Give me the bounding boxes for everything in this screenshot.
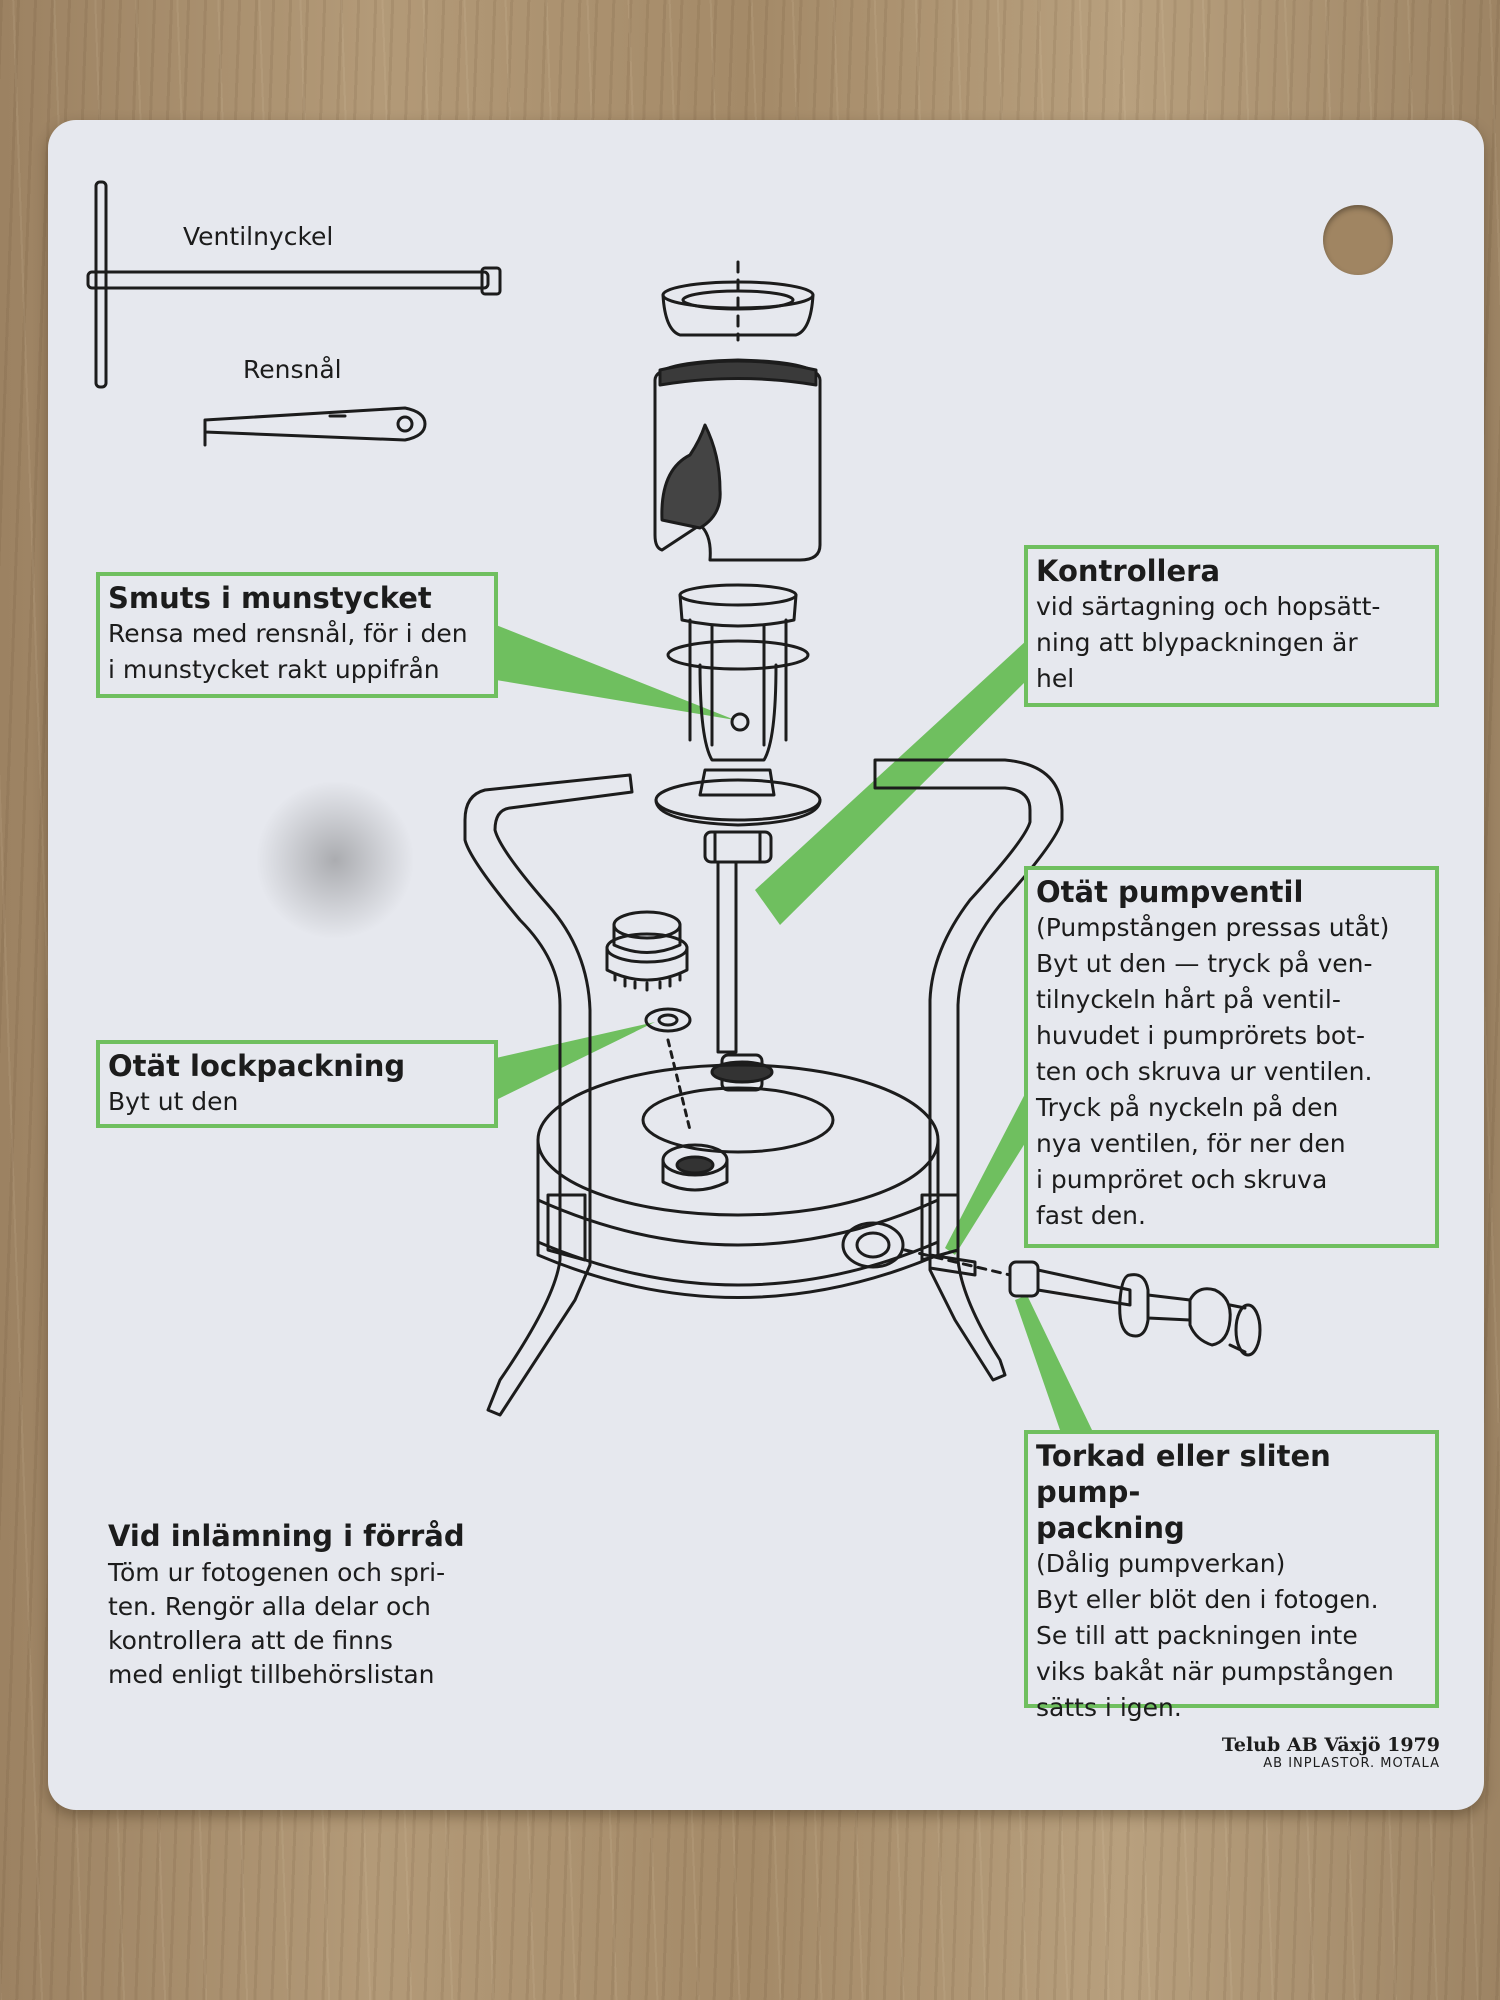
callout-pump-valve: Otät pumpventil (Pumpstången pressas utå… — [1024, 866, 1439, 1248]
callout-check: Kontrollera vid särtagning och hopsätt- … — [1024, 545, 1439, 707]
burner-cup-part — [653, 358, 822, 562]
callout-pump-packing-line: viks bakåt när pumpstången — [1036, 1657, 1394, 1686]
callout-pump-valve-line: i pumpröret och skruva — [1036, 1165, 1328, 1194]
callout-pump-valve-line: (Pumpstången pressas utåt) — [1036, 913, 1390, 942]
leader-pump-packing — [1015, 1295, 1092, 1430]
credit-line-1: Telub AB Växjö 1979 — [1221, 1734, 1440, 1756]
valve-key-icon — [86, 180, 502, 389]
storage-note-title: Vid inlämning i förråd — [108, 1519, 465, 1553]
callout-pump-packing-line: Se till att packningen inte — [1036, 1621, 1358, 1650]
callout-pump-packing-line: sätts i igen. — [1036, 1693, 1182, 1722]
callout-pump-valve-line: Byt ut den — tryck på ven- — [1036, 949, 1373, 978]
pot-supports-part — [463, 758, 1064, 1417]
callout-check-line: ning att blypackningen är — [1036, 628, 1358, 657]
callout-pump-valve-title: Otät pumpventil — [1036, 875, 1304, 909]
callout-lid-gasket-line: Byt ut den — [108, 1087, 239, 1116]
cleaning-needle-icon — [203, 406, 427, 447]
publisher-credit: Telub AB Växjö 1979 AB INPLASTOR. MOTALA — [1100, 1734, 1440, 1771]
callout-nozzle: Smuts i munstycket Rensa med rensnål, fö… — [96, 572, 498, 698]
storage-note-line: kontrollera att de finns — [108, 1626, 393, 1655]
burner-head-part — [666, 583, 810, 797]
valve-key-label: Ventilnyckel — [183, 222, 334, 251]
drip-plate-part — [654, 778, 822, 827]
storage-note-line: ten. Rengör alla delar och — [108, 1592, 431, 1621]
leader-lid-gasket — [496, 1022, 655, 1100]
leader-nozzle — [496, 625, 735, 720]
callout-nozzle-line: i munstycket rakt uppifrån — [108, 655, 440, 684]
storage-note-line: Töm ur fotogenen och spri- — [108, 1558, 446, 1587]
callout-pump-valve-line: ten och skruva ur ventilen. — [1036, 1057, 1373, 1086]
leader-pump-valve — [945, 1090, 1027, 1255]
cleaning-needle-label: Rensnål — [243, 355, 342, 384]
callout-pump-packing-line: Byt eller blöt den i fotogen. — [1036, 1585, 1379, 1614]
callout-lid-gasket-title: Otät lockpackning — [108, 1049, 406, 1083]
callout-pump-packing-title: Torkad eller sliten pump- — [1036, 1439, 1331, 1509]
hanging-hole — [1323, 205, 1393, 275]
callout-pump-packing: Torkad eller sliten pump- packning (Dåli… — [1024, 1430, 1439, 1722]
callout-pump-valve-line: nya ventilen, för ner den — [1036, 1129, 1346, 1158]
callout-pump-valve-line: huvudet i pumprörets bot- — [1036, 1021, 1366, 1050]
storage-note-line: med enligt tillbehörslistan — [108, 1660, 435, 1689]
credit-line-2: AB INPLASTOR. MOTALA — [1263, 1756, 1440, 1771]
callout-nozzle-line: Rensa med rensnål, för i den — [108, 619, 468, 648]
callout-check-title: Kontrollera — [1036, 554, 1221, 588]
fuel-tank-part — [536, 1063, 940, 1299]
top-cap-part — [661, 280, 815, 337]
callout-check-line: hel — [1036, 664, 1075, 693]
callout-pump-valve-line: fast den. — [1036, 1201, 1146, 1230]
riser-tube-part — [703, 830, 774, 1092]
callout-pump-packing-title: packning — [1036, 1511, 1185, 1545]
lid-gasket-part — [644, 1007, 692, 1132]
callout-check-line: vid särtagning och hopsätt- — [1036, 592, 1381, 621]
filler-cap-part — [605, 910, 689, 992]
leader-check — [755, 640, 1027, 925]
callout-leaders — [496, 625, 1092, 1430]
pump-assembly-part — [903, 1248, 1262, 1357]
callout-pump-valve-line: tilnyckeln hårt på ventil- — [1036, 985, 1341, 1014]
callout-nozzle-title: Smuts i munstycket — [108, 581, 432, 615]
callout-lid-gasket: Otät lockpackning Byt ut den — [96, 1040, 498, 1128]
callout-pump-packing-line: (Dålig pumpverkan) — [1036, 1549, 1286, 1578]
callout-pump-valve-line: Tryck på nyckeln på den — [1036, 1093, 1339, 1122]
storage-note: Vid inlämning i förråd Töm ur fotogenen … — [108, 1516, 528, 1692]
